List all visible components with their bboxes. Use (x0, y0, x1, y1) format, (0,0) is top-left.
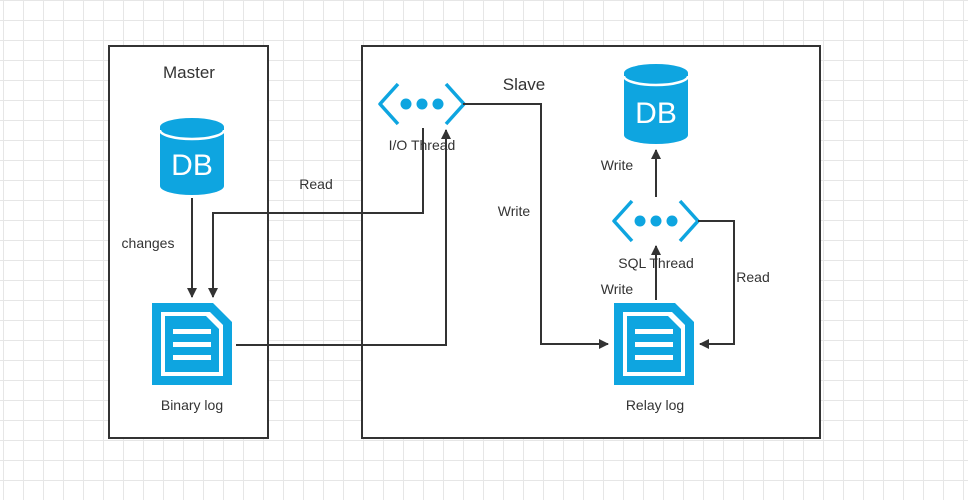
edge-label-read-binlog: Read (299, 176, 332, 192)
binary-log-label: Binary log (161, 397, 223, 413)
slave-box (361, 45, 821, 439)
changes-label: changes (122, 235, 175, 251)
master-db-icon: DB (158, 118, 226, 195)
master-title: Master (163, 63, 215, 82)
edge-sql-read-relay (698, 220, 735, 349)
sql-thread-label: SQL Thread (618, 255, 694, 271)
slave-title: Slave (503, 75, 546, 94)
edge-label-write-db: Write (601, 157, 634, 173)
edge-label-read-relay: Read (736, 269, 769, 285)
relay-log-label: Relay log (626, 397, 684, 413)
slave-db-label: DB (635, 97, 677, 130)
relay-log-icon (614, 303, 694, 385)
master-db-label: DB (171, 149, 213, 182)
edge-label-write-sql-relay: Write (601, 281, 634, 297)
binary-log-icon (152, 303, 232, 385)
slave-db-icon: DB (622, 64, 690, 144)
io-thread-label: I/O Thread (389, 137, 456, 153)
edge-io-write-relay (463, 103, 609, 349)
edge-label-write-relay: Write (498, 203, 531, 219)
edge-io-read-binlog (208, 128, 424, 298)
edge-binlog-to-io (236, 129, 451, 346)
